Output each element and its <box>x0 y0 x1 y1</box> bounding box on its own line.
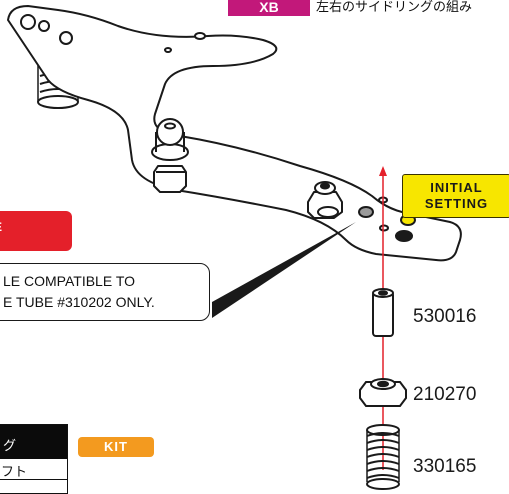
kit-table-header: グ <box>0 425 67 459</box>
kit-table-row-text: フト <box>1 464 28 479</box>
kit-table: グ フト <box>0 424 68 494</box>
ball-stud-icon <box>151 118 189 161</box>
kit-badge: KIT <box>78 437 154 457</box>
suspension-arm-icon <box>7 5 462 262</box>
initial-setting-badge: INITIAL SETTING <box>402 174 509 218</box>
right-nut-icon <box>307 181 343 219</box>
warning-tag: E <box>0 211 72 251</box>
part-number-spring: 330165 <box>413 456 477 477</box>
part-number-nut: 210270 <box>413 384 477 405</box>
left-nut-icon <box>153 165 187 193</box>
note-pointer-icon <box>212 222 356 318</box>
note-line-1: LE COMPATIBLE TO <box>3 273 136 289</box>
spacer-tube-icon <box>372 288 394 337</box>
initial-setting-line-1: INITIAL <box>430 180 483 195</box>
kit-table-header-text: グ <box>3 438 17 453</box>
coil-spring-icon <box>366 424 400 490</box>
warning-tag-label: E <box>0 220 2 234</box>
initial-setting-line-2: SETTING <box>424 196 489 211</box>
step-caption: 左右のサイドリングの組み <box>316 0 473 14</box>
part-number-spacer: 530016 <box>413 306 477 327</box>
compatibility-note: LE COMPATIBLE TO E TUBE #310202 ONLY. <box>0 263 210 321</box>
step-badge: XB <box>228 0 310 16</box>
kit-table-row: フト <box>0 459 67 480</box>
hex-nut-icon <box>359 378 407 407</box>
note-line-2: E TUBE #310202 ONLY. <box>3 294 155 310</box>
